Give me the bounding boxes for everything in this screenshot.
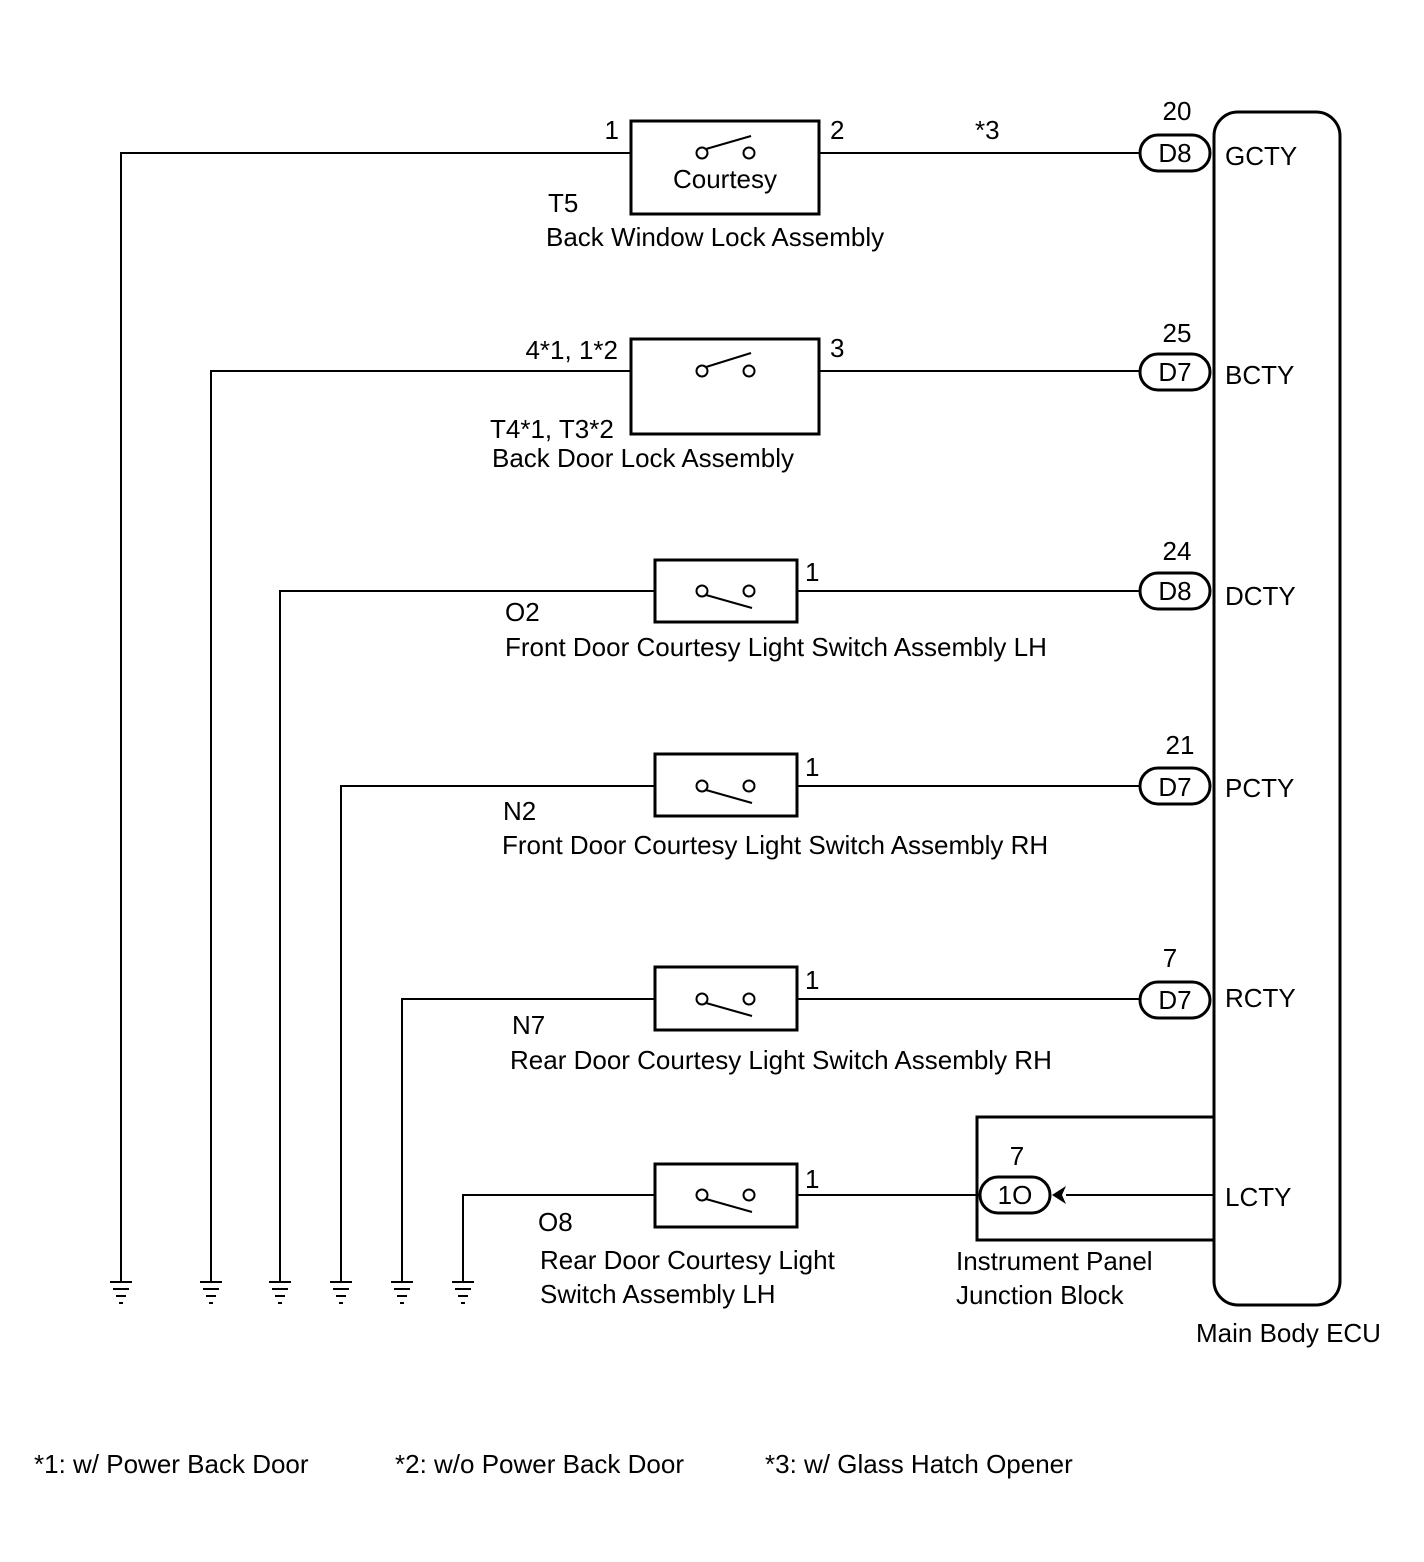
front-lh-pin: 1	[805, 557, 819, 587]
ecu-terminal-bcty: BCTY	[1225, 360, 1294, 390]
switch-blade-icon	[705, 135, 752, 150]
wire-note: *3	[975, 115, 1000, 145]
rear-lh-pin: 1	[805, 1164, 819, 1194]
ground-icon	[269, 1281, 291, 1304]
footnote-2: *2: w/o Power Back Door	[395, 1449, 684, 1479]
rear-lh-code: O8	[538, 1207, 573, 1237]
ecu-terminal-rcty: RCTY	[1225, 983, 1296, 1013]
switch-contact-icon	[695, 1188, 709, 1202]
back-door-lock-box	[629, 337, 821, 436]
switch-blade-icon	[705, 594, 753, 609]
connector-pin: 24	[1163, 536, 1192, 566]
switch-contact-icon	[695, 992, 709, 1006]
row-front-rh: 1 N2 Front Door Courtesy Light Switch As…	[340, 730, 1212, 1282]
switch-contact-icon	[742, 364, 756, 378]
back-window-lock-box	[629, 119, 821, 216]
junction-name-line2: Junction Block	[956, 1280, 1125, 1310]
back-door-pin-left: 4*1, 1*2	[525, 335, 618, 365]
ecu-terminal-pcty: PCTY	[1225, 773, 1294, 803]
ground-icon	[110, 1281, 132, 1304]
back-window-inner-label: Courtesy	[673, 164, 777, 194]
connector-pin: 25	[1163, 318, 1192, 348]
connector-id: D8	[1158, 138, 1191, 168]
connector-id: D7	[1158, 357, 1191, 387]
back-door-pin-right: 3	[830, 333, 844, 363]
ecu-terminal-dcty: DCTY	[1225, 581, 1296, 611]
connector-d8-24	[1138, 571, 1212, 611]
switch-blade-icon	[705, 789, 753, 804]
front-lh-code: O2	[505, 597, 540, 627]
back-window-name: Back Window Lock Assembly	[546, 222, 884, 252]
front-lh-switch-box	[653, 558, 799, 624]
ecu-label: Main Body ECU	[1196, 1318, 1381, 1348]
rear-rh-name: Rear Door Courtesy Light Switch Assembly…	[510, 1045, 1052, 1075]
rear-lh-name-line1: Rear Door Courtesy Light	[540, 1245, 836, 1275]
junction-connector-id: 1O	[998, 1180, 1033, 1210]
switch-contact-icon	[695, 584, 709, 598]
rear-lh-name-line2: Switch Assembly LH	[540, 1279, 776, 1309]
front-rh-switch-box	[653, 752, 799, 818]
front-rh-name: Front Door Courtesy Light Switch Assembl…	[502, 830, 1048, 860]
switch-contact-icon	[742, 779, 756, 793]
switch-contact-icon	[742, 992, 756, 1006]
connector-d8-20	[1138, 133, 1212, 173]
ground-icon	[391, 1281, 413, 1304]
junction-connector-1o	[978, 1175, 1052, 1215]
back-door-code: T4*1, T3*2	[490, 414, 614, 444]
ground-icon	[330, 1281, 352, 1304]
connector-d7-7	[1138, 980, 1212, 1020]
junction-block-box	[975, 1115, 1214, 1242]
back-door-name: Back Door Lock Assembly	[492, 443, 794, 473]
rear-rh-switch-box	[653, 965, 799, 1032]
back-window-pin-right: 2	[830, 115, 844, 145]
arrow-left-icon	[1052, 1186, 1066, 1204]
connector-id: D7	[1158, 985, 1191, 1015]
footnote-1: *1: w/ Power Back Door	[34, 1449, 309, 1479]
connector-pin: 21	[1166, 730, 1195, 760]
row-rear-lh: 1 O8 Rear Door Courtesy Light Switch Ass…	[462, 1115, 1214, 1310]
connector-pin: 20	[1163, 96, 1192, 126]
footnote-3: *3: w/ Glass Hatch Opener	[765, 1449, 1073, 1479]
row-rear-rh: 1 N7 Rear Door Courtesy Light Switch Ass…	[401, 943, 1212, 1282]
rear-lh-switch-box	[653, 1162, 799, 1229]
connector-id: D7	[1158, 772, 1191, 802]
front-rh-code: N2	[503, 796, 536, 826]
rear-rh-code: N7	[512, 1010, 545, 1040]
switch-contact-icon	[742, 1188, 756, 1202]
connector-d7-21	[1138, 766, 1212, 806]
junction-name-line1: Instrument Panel	[956, 1246, 1153, 1276]
switch-contact-icon	[695, 364, 709, 378]
row-back-door: 4*1, 1*2 3 T4*1, T3*2 Back Door Lock Ass…	[210, 318, 1212, 1282]
switch-contact-icon	[742, 146, 756, 160]
front-lh-name: Front Door Courtesy Light Switch Assembl…	[505, 632, 1047, 662]
connector-pin: 7	[1163, 943, 1177, 973]
ecu-terminal-gcty: GCTY	[1225, 141, 1297, 171]
connector-id: D8	[1158, 576, 1191, 606]
switch-contact-icon	[695, 779, 709, 793]
rear-rh-pin: 1	[805, 965, 819, 995]
ecu-terminal-lcty: LCTY	[1225, 1182, 1291, 1212]
row-front-lh: 1 O2 Front Door Courtesy Light Switch As…	[279, 536, 1212, 1282]
switch-contact-icon	[742, 584, 756, 598]
switch-blade-icon	[705, 1198, 753, 1213]
connector-d7-25	[1138, 352, 1212, 392]
back-window-code: T5	[548, 188, 578, 218]
ground-icon	[452, 1281, 474, 1304]
front-rh-pin: 1	[805, 752, 819, 782]
back-window-pin-left: 1	[605, 115, 619, 145]
main-body-ecu-box	[1212, 110, 1342, 1307]
switch-blade-icon	[705, 1002, 753, 1017]
junction-connector-pin: 7	[1010, 1141, 1024, 1171]
ground-icon	[200, 1281, 222, 1304]
switch-blade-icon	[705, 352, 752, 368]
switch-contact-icon	[695, 146, 709, 160]
ground-symbols	[110, 1281, 474, 1304]
row-back-window: Courtesy 1 2 *3 T5 Back Window Lock Asse…	[120, 96, 1212, 1282]
